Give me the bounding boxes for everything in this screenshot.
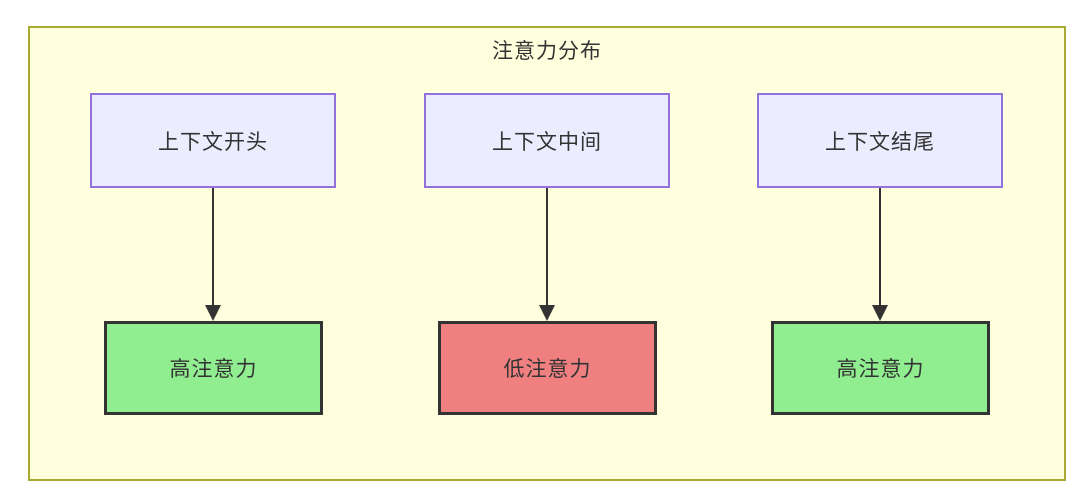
node-low-attention-middle: 低注意力 (438, 321, 657, 415)
node-context-middle: 上下文中间 (424, 93, 670, 188)
node-context-beginning: 上下文开头 (90, 93, 336, 188)
arrow-shaft (212, 188, 214, 308)
node-high-attention-left: 高注意力 (104, 321, 323, 415)
arrow-head (539, 305, 555, 321)
node-context-end: 上下文结尾 (757, 93, 1003, 188)
arrow-shaft (546, 188, 548, 308)
attention-distribution-group: 注意力分布 上下文开头 上下文中间 上下文结尾 高注意力 低注意力 高注意力 (28, 26, 1066, 481)
arrow-down-icon (539, 188, 555, 321)
arrow-down-icon (872, 188, 888, 321)
node-high-attention-right: 高注意力 (771, 321, 990, 415)
arrow-shaft (879, 188, 881, 308)
diagram-title: 注意力分布 (492, 40, 602, 63)
arrow-head (205, 305, 221, 321)
arrow-head (872, 305, 888, 321)
arrow-down-icon (205, 188, 221, 321)
